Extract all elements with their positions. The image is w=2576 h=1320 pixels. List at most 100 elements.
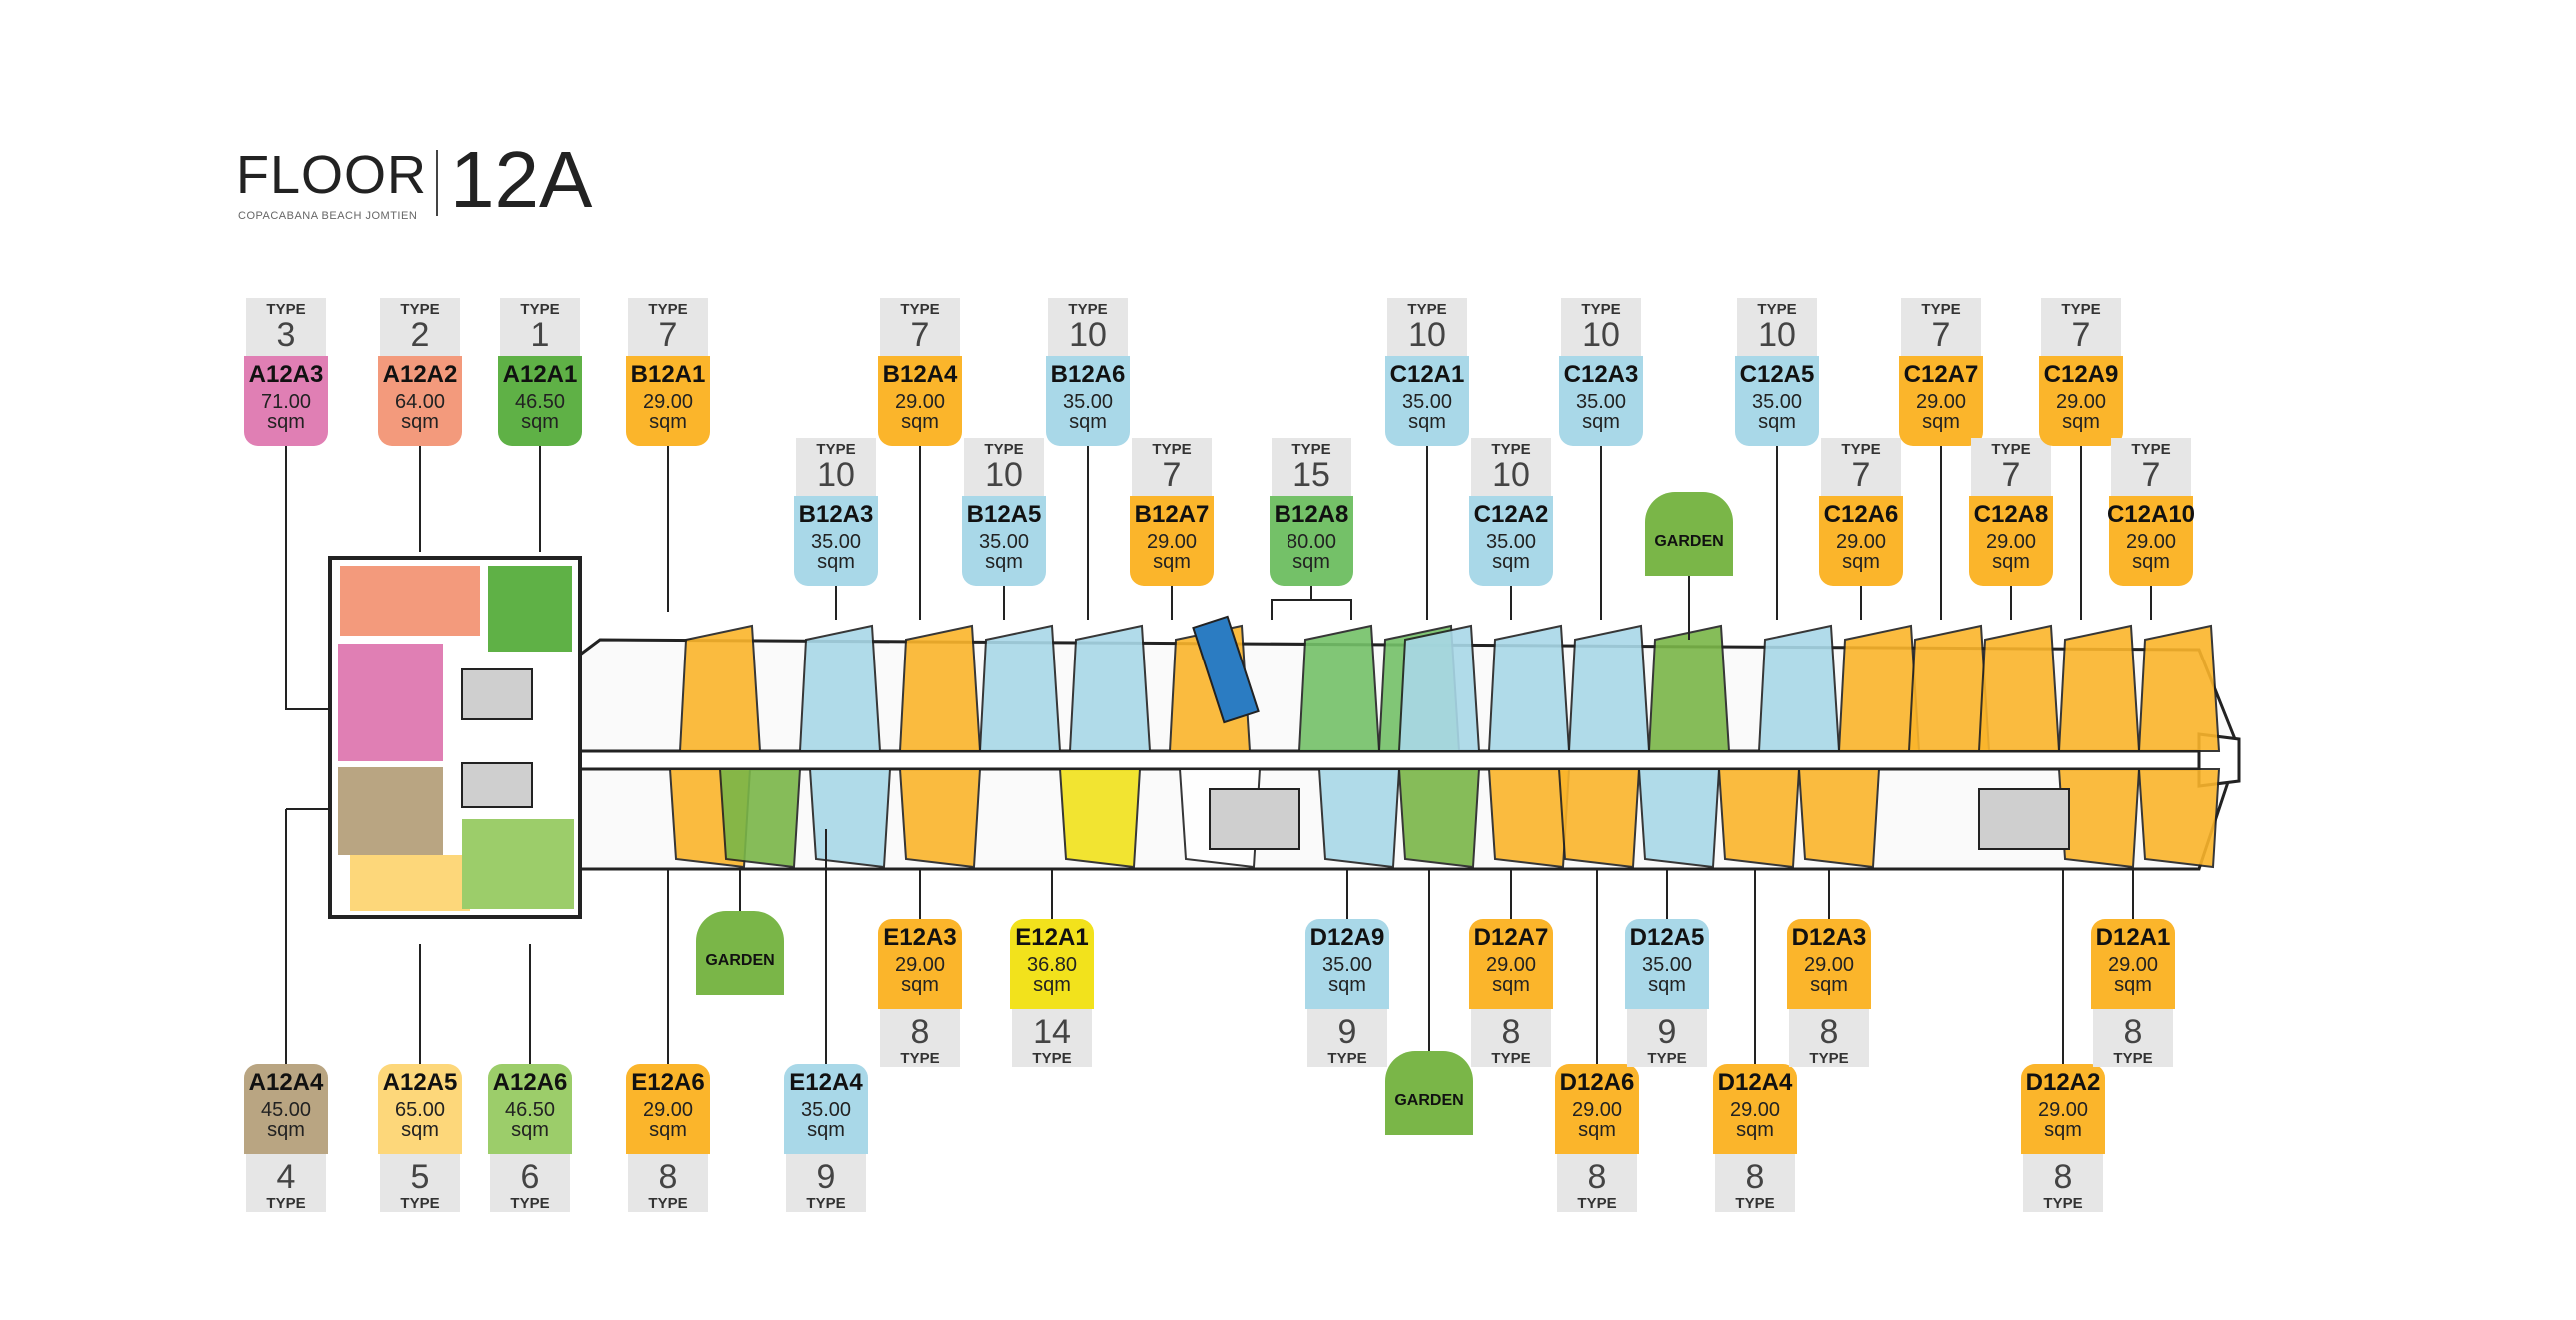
unit-id-a12a5: A12A5 — [383, 1069, 458, 1096]
unit-sqm: sqm — [1992, 551, 2030, 573]
unit-box — [488, 1064, 572, 1154]
type-word: TYPE — [266, 301, 305, 318]
unit-sqm: sqm — [2132, 551, 2170, 573]
unit-box — [626, 1064, 710, 1154]
unit-plan-top-2 — [798, 624, 882, 752]
unit-box — [378, 1064, 462, 1154]
type-tab — [628, 1154, 708, 1212]
garden-label-3: GARDEN — [1385, 1051, 1473, 1135]
garden-box — [1645, 492, 1733, 576]
unit-box — [1305, 919, 1389, 1009]
unit-area: 29.00 — [1572, 1099, 1622, 1121]
type-number: 7 — [2002, 456, 2021, 494]
unit-plan-bottom-13 — [1797, 768, 1881, 869]
unit-area: 80.00 — [1287, 531, 1336, 553]
unit-plan-top-5 — [1068, 624, 1152, 752]
unit-sqm: sqm — [1492, 974, 1530, 996]
unit-plan-top-17 — [2057, 624, 2141, 752]
type-tab — [1789, 1009, 1869, 1067]
type-word: TYPE — [1068, 301, 1107, 318]
type-word: TYPE — [510, 1195, 549, 1212]
unit-plan-top-14 — [1837, 624, 1921, 752]
type-tab — [380, 1154, 460, 1212]
unit-plan-a12a2 — [340, 566, 480, 636]
unit-area: 35.00 — [979, 531, 1029, 553]
unit-id-c12a8: C12A8 — [1974, 501, 2049, 528]
unit-plan-bottom-5 — [1058, 768, 1142, 869]
unit-id-e12a4: E12A4 — [789, 1069, 863, 1096]
unit-id-c12a5: C12A5 — [1740, 361, 1815, 388]
type-word: TYPE — [1735, 1195, 1774, 1212]
unit-id-b12a1: B12A1 — [631, 361, 706, 388]
type-number: 7 — [2072, 316, 2091, 354]
type-tab — [1387, 298, 1467, 356]
unit-sqm: sqm — [401, 411, 439, 433]
unit-area: 29.00 — [1804, 954, 1854, 976]
type-number: 10 — [985, 456, 1023, 494]
type-tab — [1272, 438, 1351, 496]
type-word: TYPE — [2113, 1050, 2152, 1067]
unit-sqm: sqm — [2044, 1119, 2082, 1141]
type-number: 7 — [659, 316, 678, 354]
unit-plan-top-1 — [678, 624, 762, 752]
unit-id-d12a7: D12A7 — [1474, 924, 1549, 951]
unit-sqm: sqm — [1582, 411, 1620, 433]
unit-plan-top-15 — [1907, 624, 1991, 752]
unit-sqm: sqm — [1578, 1119, 1616, 1141]
type-number: 8 — [659, 1158, 678, 1196]
type-number: 10 — [1408, 316, 1446, 354]
main-corridor — [553, 749, 2236, 771]
unit-plan-bottom-7 — [1317, 768, 1401, 869]
unit-box — [2021, 1064, 2105, 1154]
unit-sqm: sqm — [401, 1119, 439, 1141]
unit-id-a12a4: A12A4 — [249, 1069, 324, 1096]
type-tab — [1471, 1009, 1551, 1067]
type-tab — [964, 438, 1044, 496]
type-tab — [1132, 438, 1212, 496]
unit-box — [498, 356, 582, 446]
unit-plan-top-13 — [1757, 624, 1841, 752]
unit-box — [1819, 496, 1903, 586]
pool — [1192, 615, 1260, 724]
unit-id-a12a1: A12A1 — [503, 361, 578, 388]
unit-plan-a12a3 — [338, 644, 443, 761]
garden-box — [696, 911, 784, 995]
unit-sqm: sqm — [1648, 974, 1686, 996]
unit-box — [1010, 919, 1094, 1009]
type-tab — [880, 1009, 960, 1067]
unit-id-e12a1: E12A1 — [1015, 924, 1088, 951]
type-word: TYPE — [2061, 301, 2100, 318]
type-number: 8 — [1746, 1158, 1765, 1196]
unit-sqm: sqm — [901, 974, 939, 996]
type-word: TYPE — [1757, 301, 1796, 318]
unit-area: 35.00 — [1752, 391, 1802, 413]
type-tab — [1737, 298, 1817, 356]
title-divider — [436, 150, 438, 216]
type-word: TYPE — [1991, 441, 2030, 458]
type-word: TYPE — [1577, 1195, 1616, 1212]
type-word: TYPE — [2043, 1195, 2082, 1212]
unit-area: 71.00 — [261, 391, 311, 413]
garden-label-1: GARDEN — [1645, 492, 1733, 576]
type-word: TYPE — [400, 1195, 439, 1212]
type-tab — [1561, 298, 1641, 356]
unit-id-a12a2: A12A2 — [383, 361, 458, 388]
unit-plan-top-12 — [1647, 624, 1731, 752]
unit-sqm: sqm — [521, 411, 559, 433]
unit-id-c12a3: C12A3 — [1564, 361, 1639, 388]
type-number: 8 — [1820, 1013, 1839, 1051]
unit-box — [1130, 496, 1214, 586]
garden-label-2: GARDEN — [696, 911, 784, 995]
